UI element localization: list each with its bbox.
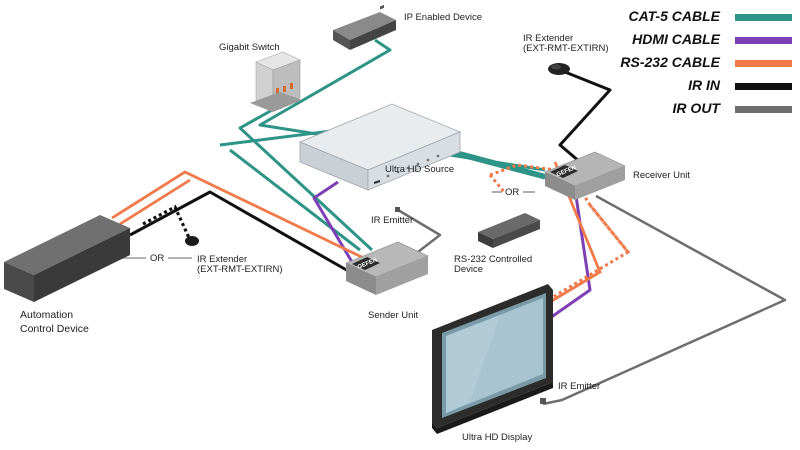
sender-unit: GEFEN	[345, 241, 429, 295]
ir-emitter-top	[395, 207, 400, 212]
device-labels: IP Enabled Device Gigabit Switch IR Exte…	[20, 12, 690, 443]
label-ir-extender-top-2: (EXT-RMT-EXTIRN)	[523, 43, 609, 54]
legend-swatch-3	[735, 83, 792, 90]
rs232-controlled-device	[478, 213, 540, 248]
label-ultra-hd-display: Ultra HD Display	[462, 432, 532, 443]
gigabit-switch	[250, 51, 302, 112]
receiver-unit: GEFEN	[544, 151, 626, 200]
ir-extender-left	[185, 236, 199, 246]
legend-label-4: IR OUT	[673, 100, 722, 116]
label-ultra-hd-source: Ultra HD Source	[385, 164, 454, 175]
label-rs232-device-1: RS-232 Controlled	[454, 254, 532, 265]
label-ir-extender-top-1: IR Extender	[523, 33, 573, 44]
or-separators: OR OR	[122, 187, 535, 264]
label-ir-emitter-2: IR Emitter	[558, 381, 600, 392]
legend-label-3: IR IN	[688, 77, 721, 93]
legend-swatch-0	[735, 14, 792, 21]
automation-control-device	[4, 215, 130, 302]
label-ir-extender-left-2: (EXT-RMT-EXTIRN)	[197, 264, 283, 275]
label-sender-unit: Sender Unit	[368, 310, 419, 321]
ir-in-dashed-cables	[142, 204, 192, 241]
label-gigabit-switch: Gigabit Switch	[219, 42, 280, 53]
or-label-right: OR	[505, 187, 519, 198]
cable-legend: CAT-5 CABLE HDMI CABLE RS-232 CABLE IR IN IR…	[620, 8, 792, 116]
or-label-left: OR	[150, 253, 164, 264]
label-rs232-device-2: Device	[454, 264, 483, 275]
legend-label-1: HDMI CABLE	[632, 31, 721, 47]
rs232-cables	[111, 161, 602, 304]
label-receiver-unit: Receiver Unit	[633, 170, 690, 181]
ir-extender-top	[548, 63, 570, 75]
label-ir-emitter-1: IR Emitter	[371, 215, 413, 226]
ultra-hd-display	[432, 284, 553, 434]
ultra-hd-source	[298, 4, 462, 191]
ir-in-cables	[129, 68, 612, 274]
label-automation-1: Automation	[20, 309, 73, 321]
legend-label-2: RS-232 CABLE	[620, 54, 720, 70]
label-ir-extender-left-1: IR Extender	[197, 254, 247, 265]
ip-enabled-device	[333, 12, 396, 50]
legend-swatch-2	[735, 60, 792, 67]
label-automation-2: Control Device	[20, 323, 89, 335]
legend-swatch-4	[735, 106, 792, 113]
legend-label-0: CAT-5 CABLE	[628, 8, 720, 24]
label-ip-enabled-device: IP Enabled Device	[404, 12, 482, 23]
legend-swatch-1	[735, 37, 792, 44]
